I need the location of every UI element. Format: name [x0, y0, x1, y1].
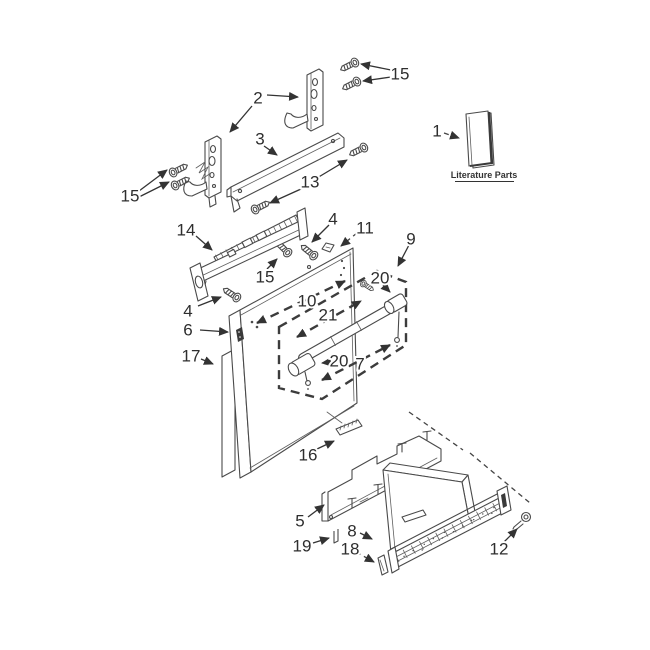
- screw-icon: [297, 241, 321, 263]
- callout-19: 19: [293, 537, 312, 556]
- callout-16: 16: [299, 446, 318, 465]
- callout-3: 3: [255, 130, 264, 149]
- literature-book-icon: [465, 110, 495, 169]
- handle-endcap-right: [383, 293, 408, 315]
- literature-caption: Literature Parts: [451, 170, 518, 180]
- leader-arrows: [138, 61, 518, 563]
- callout-5: 5: [295, 512, 304, 531]
- callout-18: 18: [341, 540, 360, 559]
- latch-plate: [236, 327, 244, 342]
- kick-plate: [387, 485, 512, 574]
- serial-label: [326, 411, 363, 436]
- screw-icon: [339, 75, 363, 94]
- kick-plate-tab-left: [387, 546, 400, 574]
- callout-7: 7: [355, 355, 364, 374]
- screw-icon: [346, 141, 370, 160]
- callout-14: 14: [177, 221, 196, 240]
- hinge-bracket-right: [284, 68, 324, 132]
- panel-ghost-outline: [277, 269, 408, 401]
- top-rail: [226, 132, 345, 213]
- screw-icon: [220, 284, 243, 304]
- callout-9: 9: [406, 230, 415, 249]
- screw-12: [512, 511, 532, 530]
- callout-8: 8: [347, 522, 356, 541]
- clip-11: [321, 242, 335, 253]
- callout-17: 17: [182, 347, 201, 366]
- callout-15: 15: [256, 268, 275, 287]
- callout-15: 15: [121, 187, 140, 206]
- callout-1: 1: [432, 122, 441, 141]
- callout-13: 13: [301, 173, 320, 192]
- callout-20: 20: [371, 269, 390, 288]
- screw-icon: [167, 160, 191, 179]
- screw-icon: [337, 56, 361, 75]
- hinge-bracket-left: [183, 135, 222, 208]
- callout-4: 4: [183, 302, 192, 321]
- control-console: [189, 207, 309, 302]
- callout-21: 21: [319, 306, 338, 325]
- side-trim: [221, 348, 236, 478]
- screw-icon: [249, 197, 273, 216]
- callout-12: 12: [490, 540, 509, 559]
- callout-11: 11: [356, 219, 374, 238]
- callout-15: 15: [391, 65, 410, 84]
- callout-10: 10: [298, 292, 317, 311]
- clip-19: [333, 529, 339, 544]
- callout-4: 4: [328, 210, 337, 229]
- insulation-panel: [382, 462, 477, 554]
- bracket-18: [377, 554, 389, 576]
- callout-2: 2: [253, 89, 262, 108]
- alignment-dash: [408, 411, 464, 451]
- callout-20: 20: [330, 352, 349, 371]
- break-mark: [195, 161, 212, 181]
- callout-6: 6: [183, 321, 192, 340]
- handle-endcap-left: [287, 352, 316, 377]
- alignment-dash: [469, 452, 531, 504]
